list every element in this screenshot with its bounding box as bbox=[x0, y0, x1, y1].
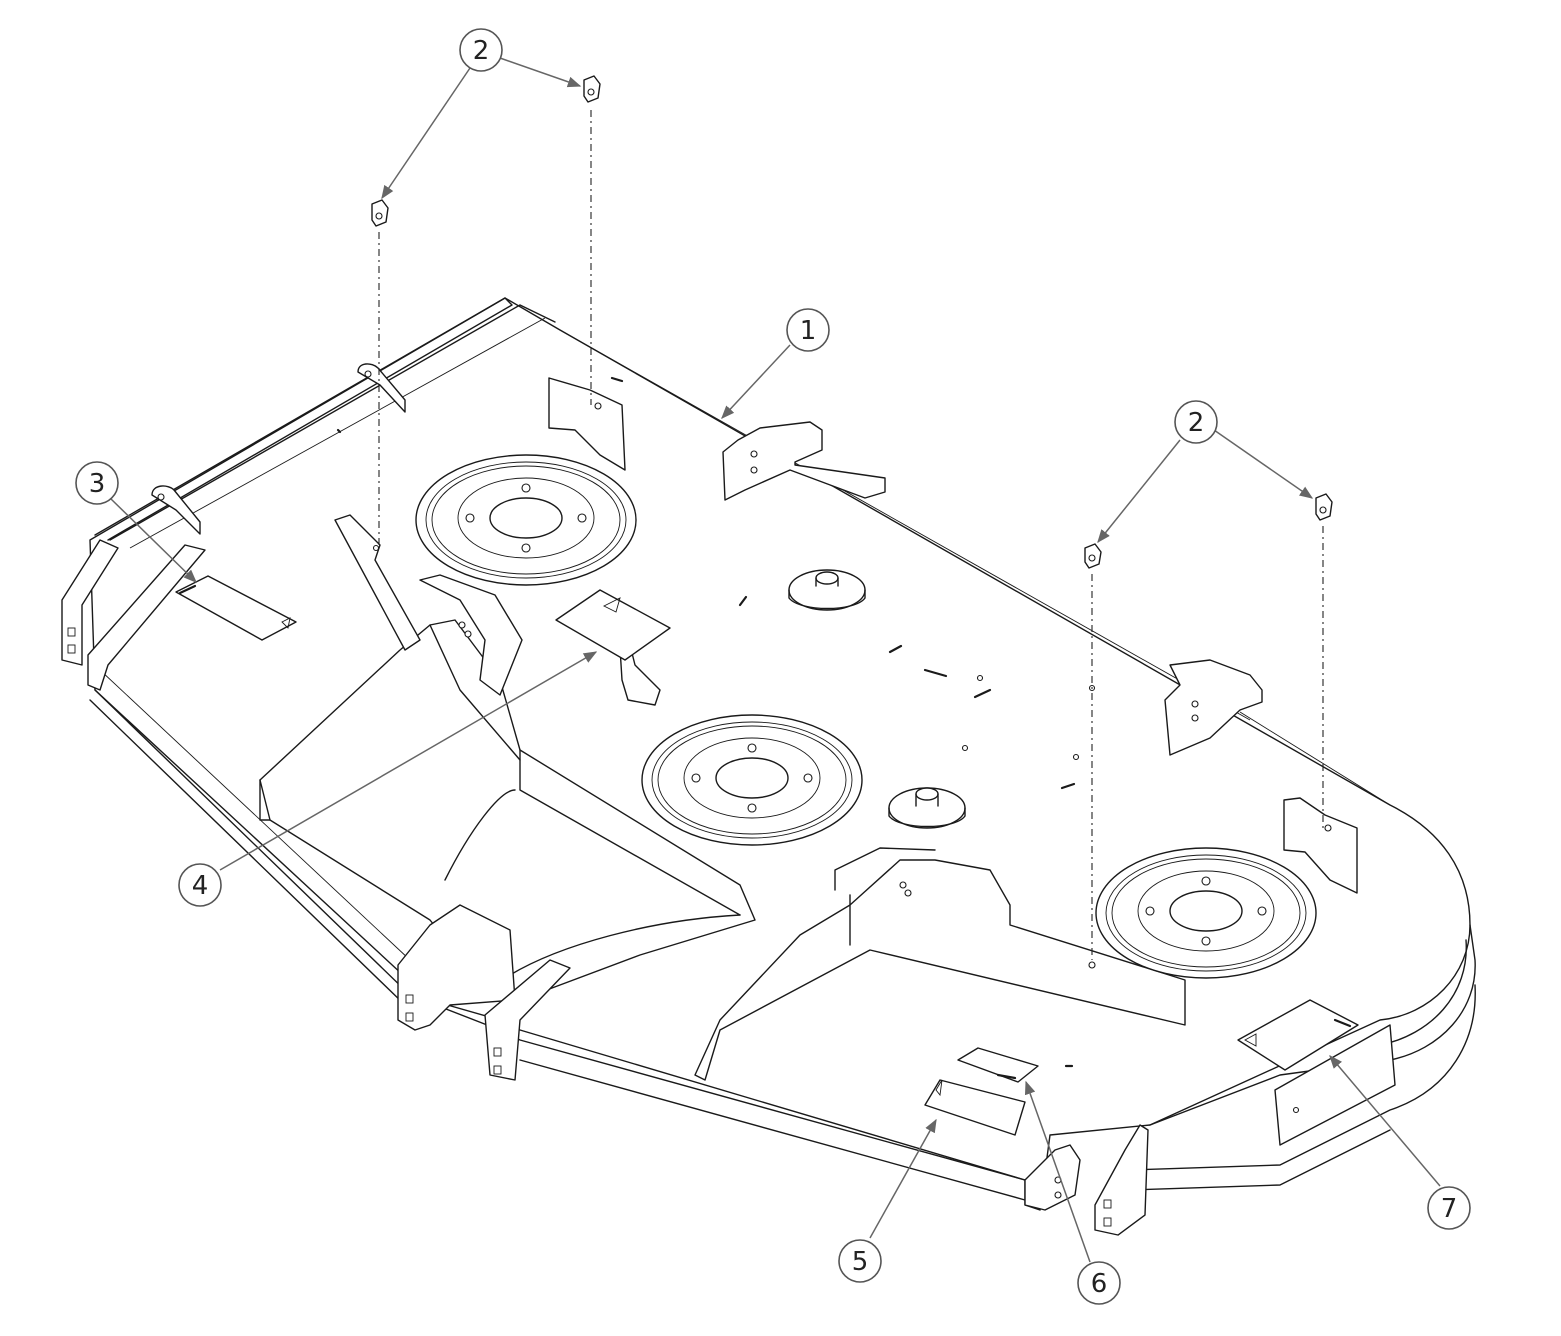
rear-mount-bracket-right bbox=[1283, 797, 1358, 894]
spindle-left bbox=[415, 454, 637, 586]
idler-boss-upper bbox=[788, 569, 866, 611]
triangle-warning-icon bbox=[935, 1079, 943, 1097]
lift-bracket-upper bbox=[722, 421, 886, 501]
front-baffle bbox=[694, 847, 1186, 1081]
callout-3: 3 bbox=[75, 461, 119, 505]
spindle-center bbox=[641, 714, 863, 846]
callout-2a: 2 bbox=[459, 28, 503, 72]
left-side-plate bbox=[61, 539, 206, 691]
decal-6 bbox=[957, 1047, 1039, 1083]
discharge-baffle bbox=[259, 514, 756, 1001]
decal-5 bbox=[924, 1079, 1026, 1136]
lift-bracket-lower bbox=[1164, 659, 1263, 756]
callout-2b-label: 2 bbox=[1188, 408, 1205, 438]
deck-slots bbox=[336, 376, 1096, 1068]
front-rail bbox=[397, 904, 1149, 1236]
idler-boss-lower bbox=[888, 787, 966, 829]
decal-4 bbox=[555, 589, 671, 661]
right-front-plate bbox=[1274, 1024, 1396, 1146]
callout-6-label: 6 bbox=[1091, 1269, 1108, 1299]
leader-lines bbox=[109, 57, 1441, 1263]
rear-hinge-brackets bbox=[151, 363, 406, 535]
callout-2b: 2 bbox=[1174, 400, 1218, 444]
spindle-right bbox=[1095, 847, 1317, 979]
callout-1-label: 1 bbox=[800, 316, 817, 346]
clip-nut-4 bbox=[1315, 493, 1333, 521]
callout-6: 6 bbox=[1077, 1261, 1121, 1305]
rear-mount-bracket-left bbox=[548, 377, 626, 471]
callout-5-label: 5 bbox=[852, 1247, 869, 1277]
callout-4-label: 4 bbox=[192, 871, 209, 901]
callout-1: 1 bbox=[786, 308, 830, 352]
triangle-warning-icon bbox=[1244, 1033, 1257, 1047]
clip-nut-3 bbox=[1084, 543, 1102, 569]
decal-3 bbox=[175, 575, 297, 641]
assembly-centerlines bbox=[378, 110, 1324, 960]
callout-3-label: 3 bbox=[89, 469, 106, 499]
callout-5: 5 bbox=[838, 1239, 882, 1283]
callout-7: 7 bbox=[1427, 1186, 1471, 1230]
triangle-warning-icon bbox=[281, 617, 291, 629]
callout-7-label: 7 bbox=[1441, 1194, 1458, 1224]
triangle-warning-icon bbox=[602, 597, 621, 613]
callout-4: 4 bbox=[178, 863, 222, 907]
clip-nut-1 bbox=[583, 75, 601, 103]
decal-7 bbox=[1237, 999, 1359, 1071]
callout-2a-label: 2 bbox=[473, 36, 490, 66]
clip-nut-2 bbox=[371, 199, 389, 227]
